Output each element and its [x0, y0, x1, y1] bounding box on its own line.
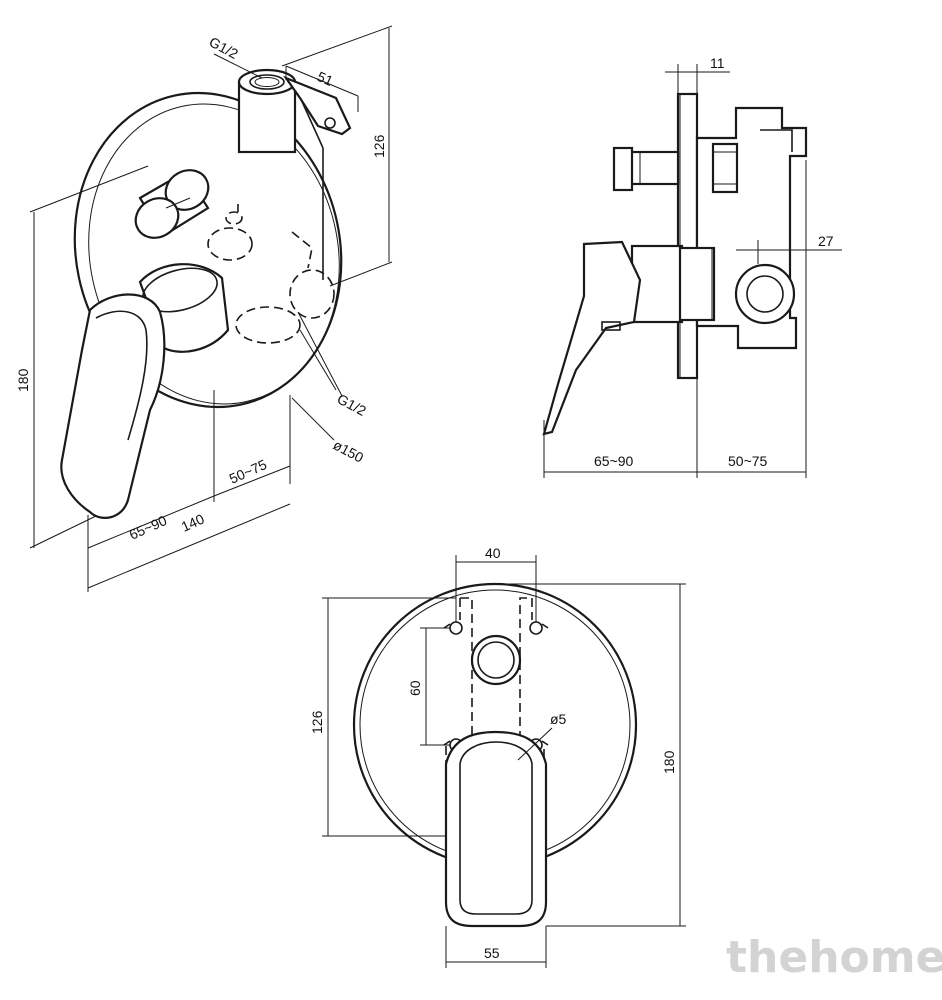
side-dim-65-90: 65~90 [594, 453, 634, 469]
iso-g-top-label: G1/2 [207, 34, 241, 62]
iso-cover-plate-rim [88, 103, 340, 405]
iso-dim-126: 126 [371, 134, 387, 158]
iso-dim-140: 140 [179, 511, 207, 535]
side-diverter-stem [628, 150, 680, 186]
iso-dim-51: 51 [315, 68, 336, 89]
iso-g-side-label: G1/2 [335, 391, 369, 419]
front-view: 40 60 126 180 ø5 55 [309, 545, 686, 968]
front-dia-5: ø5 [550, 711, 567, 727]
side-view: 11 27 65~90 50~75 [542, 55, 842, 478]
side-dim-11: 11 [710, 55, 725, 71]
front-dim-40: 40 [485, 545, 501, 561]
iso-dia-150: ø150 [331, 437, 367, 466]
front-dim-180: 180 [661, 750, 677, 774]
side-dim-27: 27 [818, 233, 834, 249]
side-outlet-ring [734, 263, 796, 325]
iso-diverter-knob [134, 169, 210, 239]
front-mixer-lever [444, 730, 548, 928]
front-dim-126: 126 [309, 710, 325, 734]
iso-mixer-lever [60, 263, 230, 519]
iso-dim-65-90: 65~90 [127, 512, 170, 543]
side-mixer-lever [542, 240, 642, 436]
side-dim-50-75: 50~75 [728, 453, 768, 469]
front-dim-60: 60 [407, 680, 423, 696]
isometric-view: G1/2 51 126 180 65~90 140 50~75 G1/2 ø15… [15, 25, 393, 592]
front-diverter-knob [470, 634, 522, 686]
side-diverter-knob [612, 146, 634, 192]
watermark-logo: thehome [726, 932, 942, 983]
iso-dim-180: 180 [15, 368, 31, 392]
iso-top-inlet [237, 68, 324, 280]
side-cover-plate [676, 92, 699, 380]
front-dim-55: 55 [484, 945, 500, 961]
